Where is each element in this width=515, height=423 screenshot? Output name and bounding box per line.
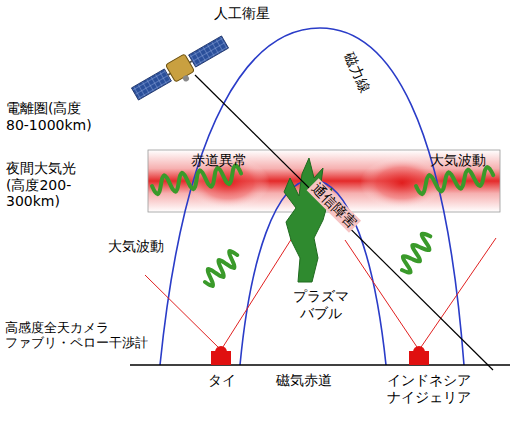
layer-label: 夜間大気光 (高度200- 300km) [6,160,84,210]
gravity-wave [415,166,495,195]
gravity-wave [151,165,243,195]
plasma-bubble [284,158,332,282]
field-line-label: 磁力線 [341,49,373,94]
layer-label: 電離圏(高度 80-1000km) [6,100,98,133]
gravity-wave [396,231,437,275]
satellite [130,33,233,107]
anomaly-label: 赤道異常 [191,152,247,169]
bubble-label: プラズマ バブル [290,288,352,321]
gravity-waves [151,165,495,289]
instrument-label: 高感度全天カメラ ファブリ・ペロー干渉計 [5,320,155,351]
satellite-label: 人工衛星 [214,5,270,22]
signal-path [195,75,493,370]
camera [211,346,231,365]
camera [409,346,429,365]
gravity-wave [200,249,242,288]
field-line [160,28,464,365]
site-label: 磁気赤道 [276,372,332,389]
wave-label: 大気波動 [108,238,164,255]
ground-line [130,364,510,366]
wave-label: 大気波動 [430,152,486,169]
site-label: タイ [208,372,236,389]
view-line [419,238,496,350]
site-label: インドネシア ナイジェリア [387,372,479,405]
